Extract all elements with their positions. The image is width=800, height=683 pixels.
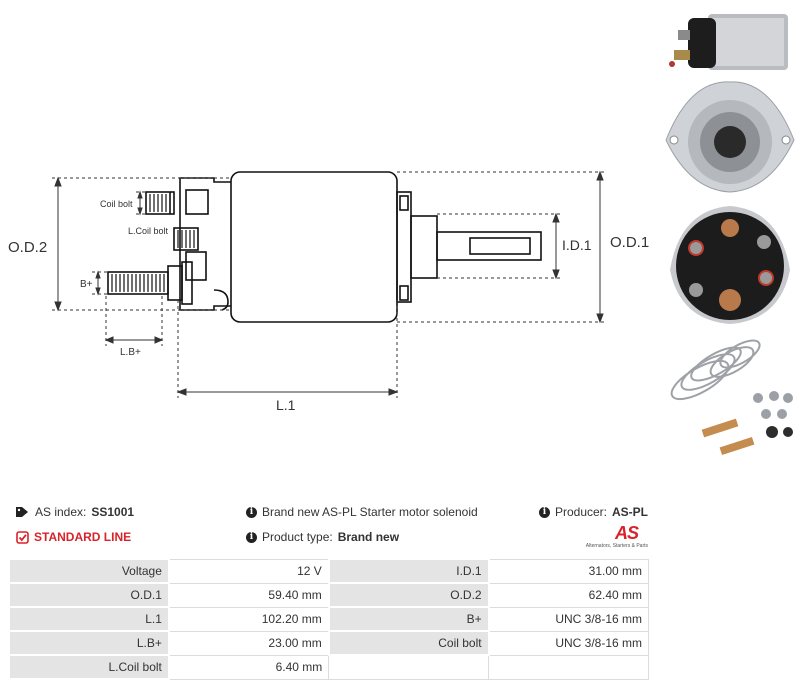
lb-label: L.B+ [120,347,141,358]
producer-value: AS-PL [612,505,648,519]
spec-label [328,654,490,680]
product-type: i Product type: Brand new [246,530,399,544]
spec-label: O.D.2 [327,582,490,608]
producer-label: Producer: [554,505,607,519]
coil-bolt-label: Coil bolt [100,199,133,209]
od1-label: O.D.1 [610,234,649,251]
check-square-icon [16,530,29,544]
bplus-terminal [107,271,169,295]
producer: i Producer: AS-PL [538,505,648,519]
solenoid-terminal-cap-photo [670,206,790,324]
spec-value: UNC 3/8-16 mm [488,630,649,656]
spec-value: 102.20 mm [168,606,330,632]
spec-label: I.D.1 [327,558,490,584]
l-coil-bolt-label: L.Coil bolt [128,226,169,236]
description: i Brand new AS-PL Starter motor solenoid [246,505,478,519]
product-type-value: Brand new [337,530,400,544]
tags-icon [16,507,28,517]
spec-label: Voltage [8,558,170,584]
spec-value: 12 V [168,558,330,584]
coil-bolt [145,191,175,215]
info-row-1: AS index: SS1001 i Brand new AS-PL Start… [16,502,648,522]
product-type-label: Product type: [262,530,333,544]
plunger-sleeve [410,215,438,279]
od2-label: O.D.2 [8,239,47,256]
as-logo: AS Alternators, Starters & Parts [578,523,648,553]
spec-value: UNC 3/8-16 mm [488,606,649,632]
standard-line: STANDARD LINE [16,530,131,544]
springs-and-bolts-photo [670,339,793,456]
l1-label: L.1 [276,397,296,413]
solenoid-side-photo [669,14,788,70]
spec-value: 31.00 mm [488,558,649,584]
standard-line-text: STANDARD LINE [34,530,132,544]
spec-value: 6.40 mm [168,654,330,680]
product-photos [665,14,795,456]
as-index-label: AS index: [35,505,87,519]
spec-label: B+ [327,606,490,632]
spec-value: 59.40 mm [168,582,330,608]
spec-label: L.B+ [8,630,170,656]
description-text: Brand new AS-PL Starter motor solenoid [262,505,478,519]
bplus-label: B+ [80,279,93,290]
as-index-value: SS1001 [91,505,135,519]
spec-value [488,654,649,680]
info-icon: i [246,531,257,543]
info-icon: i [538,506,550,518]
info-row-2: STANDARD LINE i Product type: Brand new … [16,523,648,549]
spec-value: 23.00 mm [168,630,330,656]
solenoid-front-photo [665,81,795,193]
as-index: AS index: SS1001 [16,505,134,519]
spec-label: Coil bolt [327,630,490,656]
solenoid-body [230,171,398,323]
spec-label: L.1 [8,606,170,632]
spec-label: L.Coil bolt [8,654,170,680]
info-icon: i [246,506,257,518]
spec-value: 62.40 mm [488,582,649,608]
solenoid-dimension-drawing: O.D.2 O.D.1 I.D.1 L.1 L.B+ B+ Coil bolt … [8,170,649,413]
id1-label: I.D.1 [562,237,592,253]
spec-label: O.D.1 [8,582,170,608]
logo-mark: AS [614,523,639,543]
plunger [436,231,542,261]
logo-subtitle: Alternators, Starters & Parts [585,543,648,549]
